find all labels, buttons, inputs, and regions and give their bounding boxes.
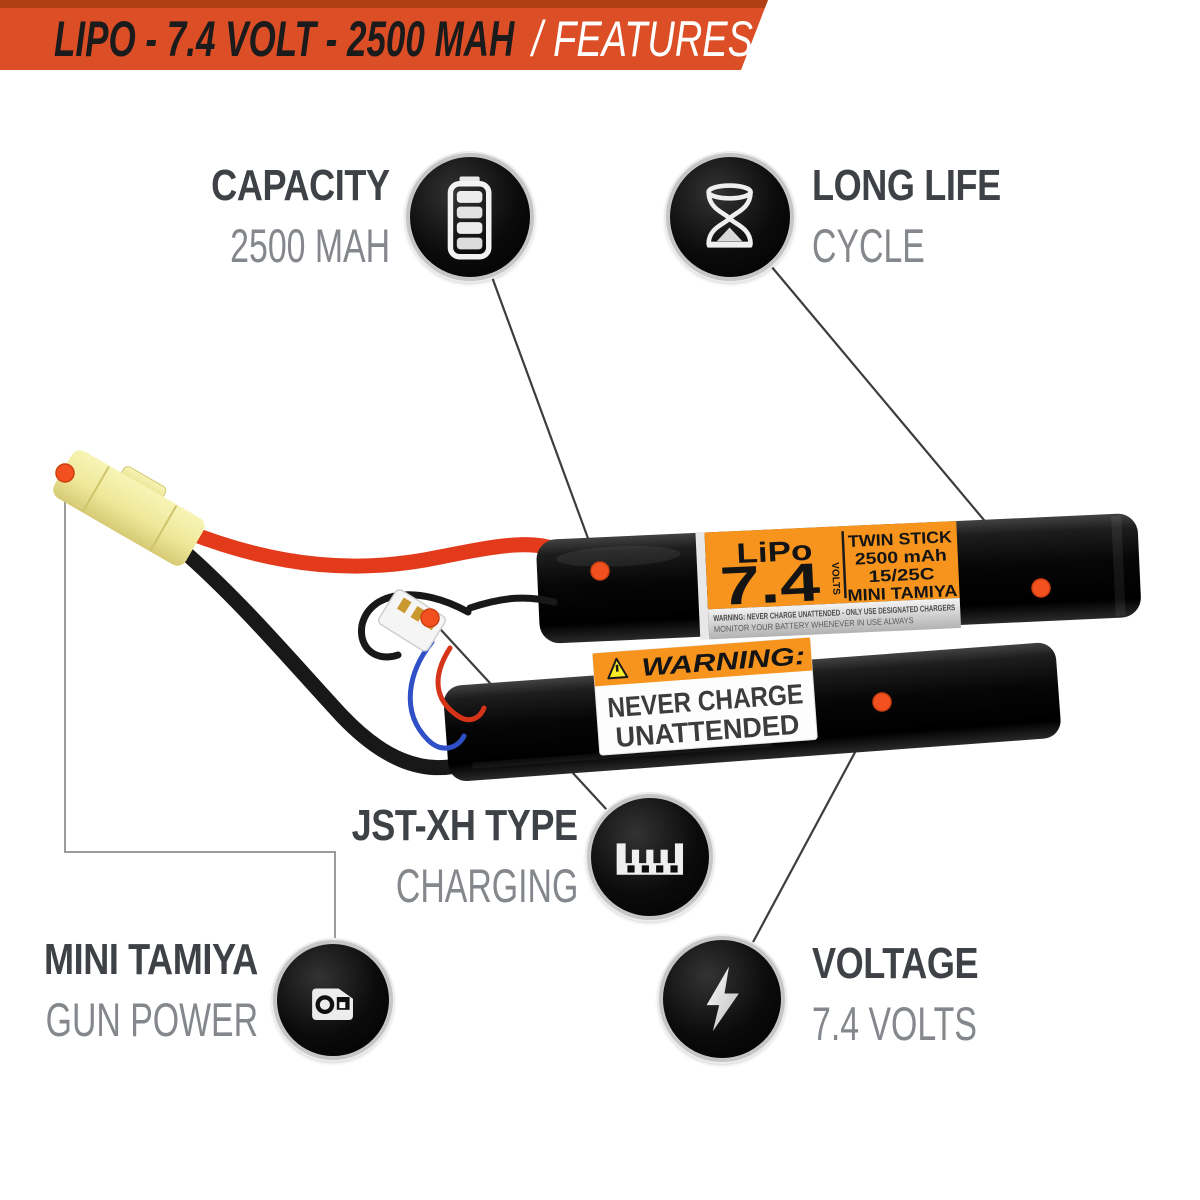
feature-voltage: VOLTAGE 7.4 VOLTS <box>812 934 1041 1054</box>
feature-mini-tamiya-subtitle: GUN POWER <box>45 993 258 1046</box>
callout-dots <box>55 463 1051 712</box>
banner-top-strip <box>0 0 768 8</box>
feature-jst: JST-XH TYPE CHARGING <box>302 796 578 916</box>
tamiya-connector-icon <box>312 988 354 1021</box>
callout-dot-voltage <box>872 692 892 712</box>
callout-dot-jst <box>420 608 440 628</box>
label-spec-row: TWIN STICK <box>848 528 953 551</box>
jst-lead-wire <box>466 594 558 612</box>
capacity-icon-circle <box>406 153 534 281</box>
feature-mini-tamiya: MINI TAMIYA GUN POWER <box>0 930 258 1050</box>
mini-tamiya-connector <box>53 450 205 566</box>
jst-connector-icon <box>616 843 684 875</box>
callout-dot-long-life <box>1031 578 1051 598</box>
banner-tag: / FEATURES <box>532 11 753 67</box>
battery-icon <box>448 176 492 260</box>
callout-dot-capacity <box>590 561 610 581</box>
callout-line-mini-tamiya <box>64 481 336 938</box>
black-wire <box>172 540 472 776</box>
jst-icon-circle <box>587 794 713 920</box>
title-banner: LIPO - 7.4 VOLT - 2500 MAH / FEATURES <box>0 0 768 70</box>
feature-long-life-title: LONG LIFE <box>812 161 1001 210</box>
feature-voltage-subtitle: 7.4 VOLTS <box>812 997 977 1050</box>
callout-line-capacity <box>490 276 602 572</box>
lightning-bolt-icon <box>706 966 740 1032</box>
warning-sticker: WARNING: NEVER CHARGE UNATTENDED <box>592 637 818 756</box>
top-battery-stick: LiPo 7.4 VOLTS TWIN STICK 2500 mAh 15/25… <box>536 513 1141 644</box>
long-life-icon-circle <box>666 153 794 281</box>
battery-spec-label: LiPo 7.4 VOLTS TWIN STICK 2500 mAh 15/25… <box>695 521 962 640</box>
label-spec-row: MINI TAMIYA <box>847 582 958 605</box>
feature-mini-tamiya-title: MINI TAMIYA <box>44 935 258 984</box>
banner-title: LIPO - 7.4 VOLT - 2500 MAH <box>54 11 515 67</box>
feature-jst-subtitle: CHARGING <box>395 859 578 912</box>
red-wire <box>180 524 575 574</box>
feature-jst-title: JST-XH TYPE <box>351 801 578 850</box>
bottom-battery-stick: WARNING: NEVER CHARGE UNATTENDED <box>443 637 1061 782</box>
balance-wire-red <box>435 645 487 723</box>
feature-capacity: CAPACITY 2500 MAH <box>168 156 391 276</box>
balance-wire-blue <box>407 639 467 751</box>
feature-long-life-subtitle: CYCLE <box>812 219 925 272</box>
label-volts-big: 7.4 <box>719 552 822 616</box>
callout-dot-mini-tamiya <box>55 463 75 483</box>
label-brand: LiPo <box>736 535 813 569</box>
feature-voltage-title: VOLTAGE <box>812 939 979 988</box>
feature-capacity-subtitle: 2500 MAH <box>230 219 390 272</box>
voltage-icon-circle <box>659 936 785 1062</box>
feature-long-life: LONG LIFE CYCLE <box>812 156 1042 276</box>
label-spec-row: 2500 mAh <box>854 547 947 569</box>
balance-wire-black <box>358 591 472 661</box>
hourglass-icon <box>706 183 754 249</box>
feature-capacity-title: CAPACITY <box>211 161 391 210</box>
mini-tamiya-icon-circle <box>273 940 393 1060</box>
label-spec-row: 15/25C <box>868 565 935 586</box>
label-volts-side: VOLTS <box>829 562 841 595</box>
